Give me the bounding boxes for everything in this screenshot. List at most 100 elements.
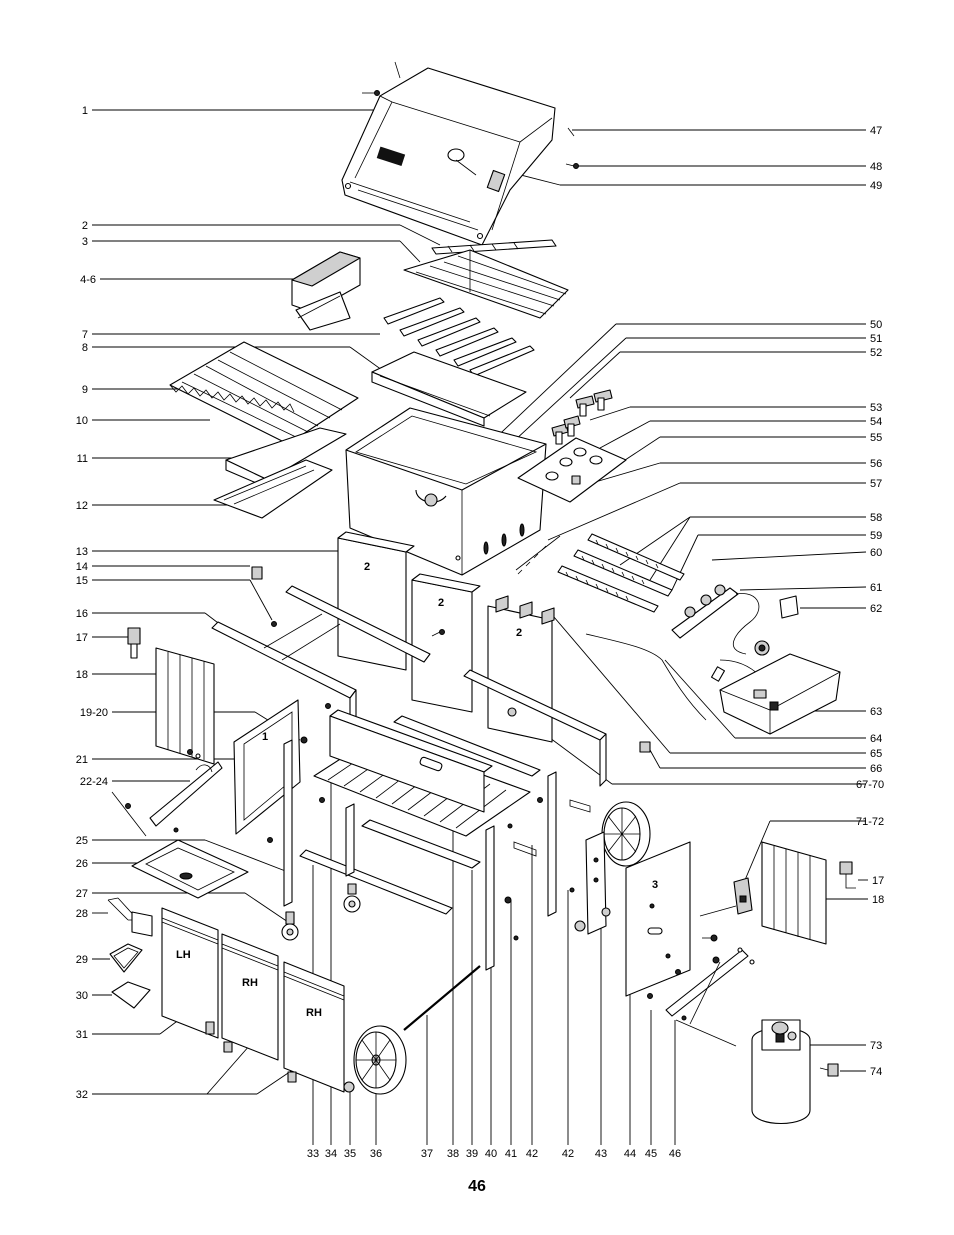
smoker-box [291,251,361,331]
wheel-rear [574,801,651,935]
callout-label: 64 [870,733,882,745]
callout-label: 65 [870,748,882,760]
callout-label: 13 [76,546,88,558]
callout-label: 16 [76,608,88,620]
callout-label: 56 [870,458,882,470]
callout-label: 15 [76,575,88,587]
callout-label: 74 [870,1066,882,1078]
callout-label: 27 [76,888,88,900]
callouts-bottom: 33 34 35 36 37 38 39 40 41 42 42 43 44 4… [307,1148,681,1160]
callout-label: 19-20 [80,707,108,719]
callout-label: 55 [870,432,882,444]
flavorizer-bars [383,297,535,377]
callout-label: 18 [872,894,884,906]
callout-label: 43 [595,1148,607,1160]
callout-label: 37 [421,1148,433,1160]
callout-label: 60 [870,547,882,559]
callout-label: 46 [669,1148,681,1160]
callout-label: 3 [82,236,88,248]
callout-label: 17 [76,632,88,644]
callout-label: 42 [562,1148,574,1160]
frame-panel-right [487,595,555,743]
callout-label: 31 [76,1029,88,1041]
door-mark-lh: LH [176,949,191,961]
cookbox [345,407,547,576]
parts: 2 2 2 [107,61,856,1125]
callout-label: 59 [870,530,882,542]
callout-label: 11 [77,453,88,465]
hook-right [839,861,856,889]
control-panel [517,437,627,503]
brace-bracket [111,761,223,837]
frame-mark: 1 [262,731,268,743]
callout-label: 2 [82,220,88,232]
callout-label: 42 [526,1148,538,1160]
frame-panel-center [411,573,481,713]
cooking-grate [403,249,569,319]
callout-label: 40 [485,1148,497,1160]
pan-holder [107,897,153,937]
callout-label: 39 [466,1148,478,1160]
caster-front [343,883,361,913]
callout-label: 32 [76,1089,88,1101]
igniter-wire [515,535,561,571]
clip-part [251,566,263,580]
callout-label: 41 [505,1148,517,1160]
front-fascia [329,709,493,813]
callout-label: 45 [645,1148,657,1160]
callout-label: 26 [76,858,88,870]
callout-label: 53 [870,402,882,414]
callout-label: 50 [870,319,882,331]
callout-label: 44 [624,1148,636,1160]
callout-label: 54 [870,416,882,428]
callout-label: 36 [370,1148,382,1160]
igniter [699,877,753,917]
door-mark-rh2: RH [306,1007,322,1019]
callout-label: 47 [870,125,882,137]
cooking-grate-porcelain [169,341,359,445]
leg-rear [547,771,557,917]
back-panel-mark: 3 [652,879,658,891]
callout-label: 4-6 [80,274,96,286]
callout-label: 18 [76,669,88,681]
panel-mark-c: 2 [516,627,522,639]
callout-label: 28 [76,908,88,920]
page-number: 46 [468,1178,486,1195]
callout-label: 51 [870,333,882,345]
panel-mark-b: 2 [438,597,444,609]
callout-label: 33 [307,1148,319,1160]
hook-left [127,627,141,659]
callout-label: 67-70 [856,779,884,791]
grill-hood [341,67,556,246]
control-knobs [551,389,613,445]
callout-label: 9 [82,384,88,396]
callout-label: 66 [870,763,882,775]
foil-pan [111,981,151,1009]
callouts-right: 47 48 49 50 51 52 53 54 55 56 57 58 59 6… [856,125,884,1078]
callout-label: 63 [870,706,882,718]
callout-label: 71-72 [856,816,884,828]
caster-wheel [281,911,299,941]
hose [585,633,707,721]
callout-label: 17 [872,875,884,887]
door-left: LH [161,907,219,1039]
callout-label: 38 [447,1148,459,1160]
callout-label: 12 [76,500,88,512]
wheel-front [343,1025,407,1095]
callouts-left: 1 2 3 4-6 7 8 9 10 11 12 13 14 15 16 17 … [76,105,108,1101]
propane-tank [751,1019,811,1125]
leg-front [485,825,495,971]
callout-label: 61 [870,582,882,594]
side-shelf-right [761,841,827,945]
callout-label: 35 [344,1148,356,1160]
callout-label: 1 [82,105,88,117]
tank-scale-bracket [665,947,755,1047]
callout-label: 73 [870,1040,882,1052]
callout-label: 25 [76,835,88,847]
callout-label: 34 [325,1148,337,1160]
door-mark-rh: RH [242,977,258,989]
door-right: RH [221,933,279,1061]
callout-label: 14 [76,561,88,573]
warming-rack [431,239,557,255]
